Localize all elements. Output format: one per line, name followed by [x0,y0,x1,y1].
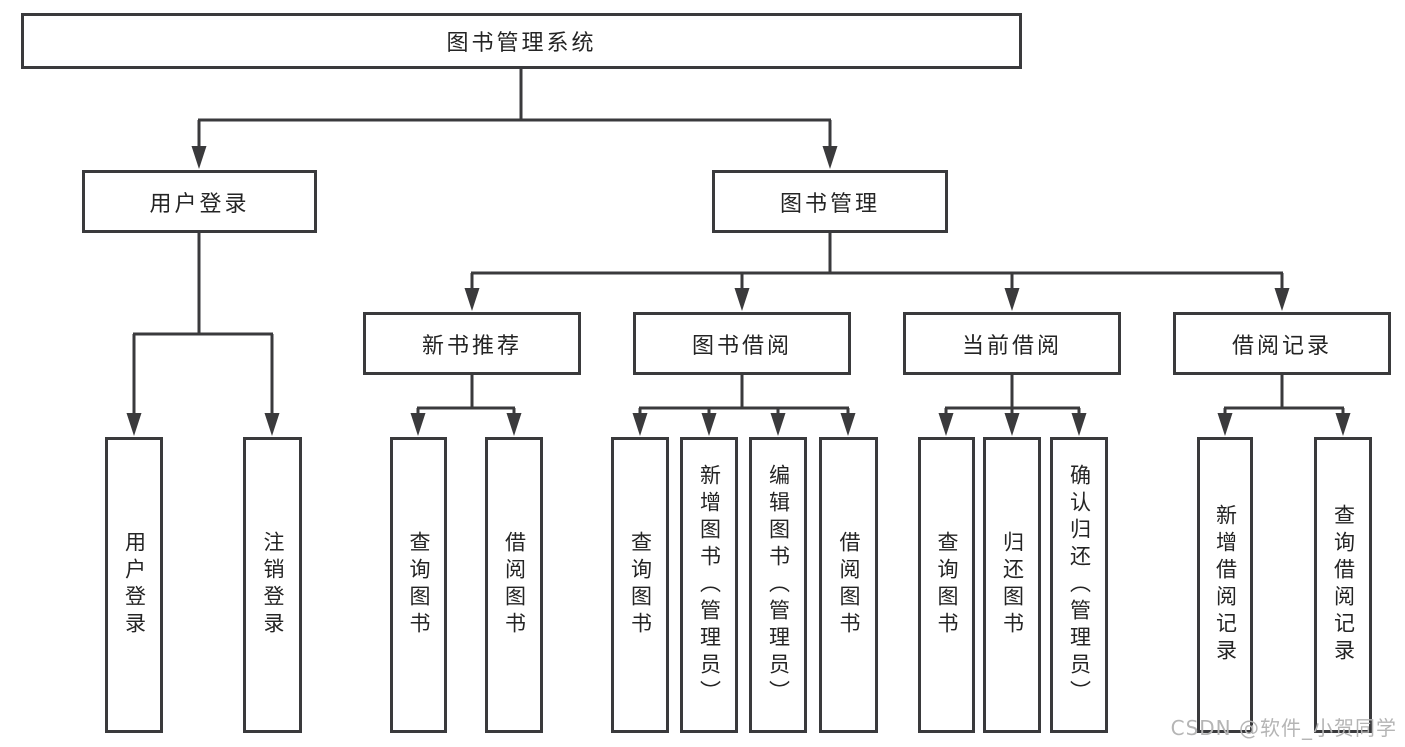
node-user-login: 用户登录 [105,437,163,733]
node-library-system: 图书管理系统 [21,13,1022,69]
node-label: 编辑图书（管理员） [766,463,791,707]
node-label: 查询图书 [628,531,653,639]
node-label: 用户登录 [122,531,147,639]
node-query-books-recommend: 查询图书 [390,437,447,733]
node-label: 确认归还（管理员） [1067,463,1092,707]
node-confirm-return-admin: 确认归还（管理员） [1050,437,1108,733]
node-add-borrow-record: 新增借阅记录 [1197,437,1253,733]
watermark: CSDN @软件_小贺同学 [1170,716,1397,740]
node-label: 查询借阅记录 [1331,504,1356,666]
node-logout: 注销登录 [243,437,302,733]
node-book-management: 图书管理 [712,170,948,233]
node-borrow-records: 借阅记录 [1173,312,1391,375]
node-borrow-books: 借阅图书 [819,437,878,733]
node-label: 借阅记录 [1231,333,1332,359]
node-return-books: 归还图书 [983,437,1041,733]
node-add-books-admin: 新增图书（管理员） [680,437,738,733]
node-label: 新增借阅记录 [1213,504,1238,666]
node-new-book-recommend: 新书推荐 [363,312,581,375]
node-label: 图书管理 [779,191,880,217]
node-label: 新书推荐 [421,333,522,359]
node-label: 当前借阅 [961,333,1062,359]
node-current-borrow: 当前借阅 [903,312,1121,375]
node-label: 用户登录 [149,191,250,217]
node-book-borrow: 图书借阅 [633,312,851,375]
node-label: 注销登录 [261,531,285,639]
node-borrow-books-recommend: 借阅图书 [485,437,543,733]
node-label: 借阅图书 [837,531,861,639]
node-label: 新增图书（管理员） [697,463,722,707]
node-query-books-borrow: 查询图书 [611,437,669,733]
node-label: 图书管理系统 [446,31,597,56]
node-label: 图书借阅 [691,333,792,359]
node-query-borrow-record: 查询借阅记录 [1314,437,1372,733]
node-edit-books-admin: 编辑图书（管理员） [749,437,807,733]
node-label: 查询图书 [935,531,959,639]
node-label: 归还图书 [1000,531,1025,639]
node-label: 借阅图书 [502,531,527,639]
node-user-login-branch: 用户登录 [82,170,317,233]
node-query-books-current: 查询图书 [918,437,975,733]
node-label: 查询图书 [407,531,431,639]
